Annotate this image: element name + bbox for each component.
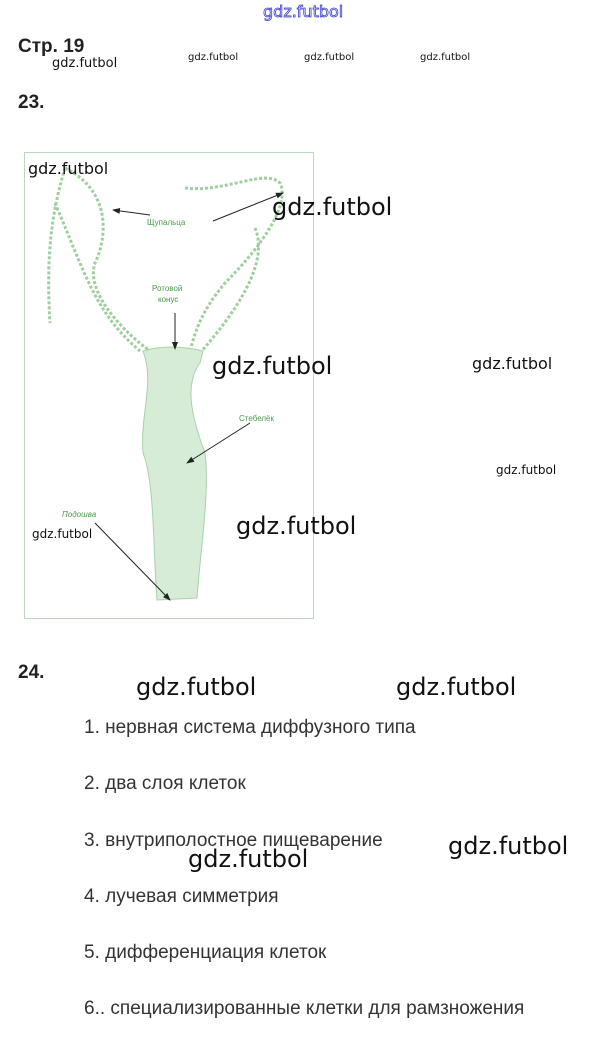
task-24-number: 24.	[18, 662, 45, 683]
watermark: gdz.futbol	[420, 52, 471, 63]
answer-item: 1. нервная система диффузного типа	[84, 717, 416, 738]
hydra-drawing: Щупальца Ротовой конус Стебелёк Подошва	[47, 166, 284, 601]
watermark: gdz.futbol	[304, 52, 355, 63]
label-sole: Подошва	[62, 510, 97, 519]
watermark: gdz.futbol	[52, 56, 118, 71]
task-23-number: 23.	[18, 92, 45, 113]
answer-item: 6.. специализированные клетки для рамзно…	[84, 998, 525, 1019]
page-label: Стр. 19	[18, 36, 85, 57]
watermark: gdz.futbol	[188, 845, 309, 873]
answer-item: 3. внутриполостное пищеварение	[84, 830, 383, 851]
watermark: gdz.futbol	[188, 52, 239, 63]
label-mouth-cone: Ротовой	[152, 284, 182, 293]
answer-item: 4. лучевая симметрия	[84, 886, 279, 907]
watermark: gdz.futbol	[448, 832, 569, 860]
label-stalk: Стебелёк	[239, 414, 275, 423]
watermark: gdz.futbol	[496, 463, 557, 477]
watermark: gdz.futbol	[28, 159, 109, 178]
answer-item: 5. дифференциация клеток	[84, 942, 327, 963]
watermark: gdz.futbol	[472, 354, 553, 373]
label-tentacles: Щупальца	[147, 218, 186, 227]
watermark-top: gdz.futbol	[263, 2, 344, 22]
answer-item: 2. два слоя клеток	[84, 773, 246, 794]
label-mouth-cone-2: конус	[158, 295, 178, 304]
watermark: gdz.futbol	[236, 512, 357, 540]
watermark: gdz.futbol	[136, 673, 257, 701]
watermark: gdz.futbol	[32, 527, 93, 541]
watermark: gdz.futbol	[272, 193, 393, 221]
watermark: gdz.futbol	[396, 673, 517, 701]
watermark: gdz.futbol	[212, 352, 333, 380]
hydra-figure: Щупальца Ротовой конус Стебелёк Подошва	[24, 152, 314, 619]
